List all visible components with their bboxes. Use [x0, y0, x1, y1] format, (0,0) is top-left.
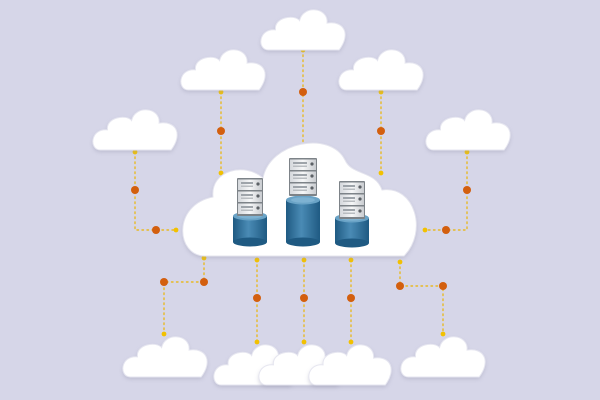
connection-node-icon	[152, 226, 160, 234]
cloud-icon	[122, 336, 208, 378]
connection-node-icon	[300, 294, 308, 302]
connector-end-dot	[422, 227, 428, 233]
server-icon	[339, 181, 365, 219]
server-group	[233, 158, 369, 248]
connector-end-dot	[132, 149, 138, 155]
connector-end-dot	[254, 339, 260, 345]
cloud-icon	[425, 109, 511, 151]
database-icon	[233, 211, 267, 247]
connector-end-dot	[301, 257, 307, 263]
connection-node-icon	[463, 186, 471, 194]
connector-end-dot	[161, 331, 167, 337]
connector-end-dot	[218, 170, 224, 176]
connection-node-icon	[299, 88, 307, 96]
database-icon	[286, 195, 320, 247]
connection-node-icon	[200, 278, 208, 286]
connector-end-dot	[348, 339, 354, 345]
satellite-cloud-layer	[92, 9, 511, 386]
connector-end-dot	[397, 259, 403, 265]
cloud-icon	[400, 336, 486, 378]
connection-node-icon	[131, 186, 139, 194]
connector-end-dot	[254, 257, 260, 263]
cloud-icon	[338, 49, 424, 91]
connector-line	[163, 257, 205, 335]
connector-end-dot	[173, 227, 179, 233]
connector-layer	[132, 47, 470, 345]
connector-end-dot	[301, 339, 307, 345]
connector-end-dot	[440, 331, 446, 337]
connection-node-icon	[217, 127, 225, 135]
connector-end-dot	[218, 89, 224, 95]
cloud-icon	[92, 109, 178, 151]
connection-node-layer	[131, 88, 471, 302]
connector-line	[134, 151, 177, 231]
connector-line	[424, 151, 468, 231]
connection-node-icon	[253, 294, 261, 302]
connector-line	[399, 261, 444, 335]
connector-end-dot	[378, 89, 384, 95]
connection-node-icon	[442, 226, 450, 234]
connection-node-icon	[396, 282, 404, 290]
connection-node-icon	[347, 294, 355, 302]
cloud-icon	[260, 9, 346, 51]
connector-end-dot	[464, 149, 470, 155]
connector-end-dot	[378, 170, 384, 176]
connection-node-icon	[160, 278, 168, 286]
connection-node-icon	[439, 282, 447, 290]
connector-end-dot	[201, 255, 207, 261]
cloud-icon	[308, 344, 392, 386]
server-icon	[289, 158, 317, 196]
connection-node-icon	[377, 127, 385, 135]
cloud-icon	[180, 49, 266, 91]
server-icon	[237, 178, 263, 216]
connector-end-dot	[348, 257, 354, 263]
